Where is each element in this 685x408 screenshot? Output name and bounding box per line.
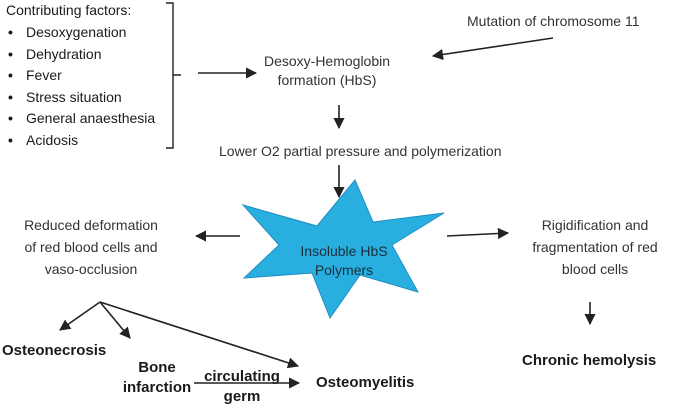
arrow-polymers-to-rigidification: [446, 227, 510, 240]
reduced-deformation-line: vaso-occlusion: [44, 261, 138, 277]
rigidification-line: blood cells: [561, 261, 629, 277]
factor-item: Desoxygenation: [8, 22, 155, 44]
bone-infarction-line: infarction: [122, 379, 192, 396]
factor-item: Acidosis: [8, 130, 155, 152]
mutation-label: Mutation of chromosome 11: [467, 13, 640, 29]
arrow-to-osteonecrosis: [59, 301, 101, 331]
circulating-germ-line: circulating: [204, 368, 280, 385]
factor-item: Fever: [8, 65, 155, 87]
polymers-label: Insoluble HbS Polymers: [284, 242, 404, 280]
reduced-deformation-line: Reduced deformation: [24, 217, 158, 233]
rigidification-line: Rigidification and: [541, 217, 649, 233]
rigidification-line: fragmentation of red: [532, 239, 658, 255]
osteomyelitis-label: Osteomyelitis: [316, 374, 415, 391]
polymers-line: Polymers: [314, 262, 374, 278]
bone-infarction-line: Bone: [138, 359, 176, 376]
polymers-line: Insoluble HbS: [300, 243, 388, 259]
arrow-mutation-to-hbs: [431, 37, 554, 61]
circulating-germ-line: germ: [223, 388, 261, 405]
arrow-to-bone-infarction: [99, 301, 131, 339]
reduced-deformation-line: of red blood cells and: [24, 239, 158, 255]
osteonecrosis-label: Osteonecrosis: [2, 342, 107, 359]
bone-infarction-label: Bone infarction: [112, 358, 202, 398]
chronic-hemolysis-label: Chronic hemolysis: [522, 352, 657, 369]
hbs-formation-label: Desoxy-Hemoglobin formation (HbS): [252, 52, 402, 90]
circulating-germ-label: circulating germ: [190, 367, 294, 407]
factors-list: Desoxygenation Dehydration Fever Stress …: [8, 22, 155, 151]
reduced-deformation-label: Reduced deformation of red blood cells a…: [6, 214, 176, 280]
factor-item: Stress situation: [8, 87, 155, 109]
factors-heading: Contributing factors:: [6, 2, 132, 18]
polymerization-label: Lower O2 partial pressure and polymeriza…: [219, 143, 502, 159]
star-shape: [241, 179, 445, 320]
factor-item: General anaesthesia: [8, 108, 155, 130]
hbs-formation-line: Desoxy-Hemoglobin: [263, 53, 391, 69]
hbs-formation-line: formation (HbS): [277, 72, 377, 88]
rigidification-label: Rigidification and fragmentation of red …: [520, 214, 670, 280]
factors-bracket: [166, 2, 181, 149]
factor-item: Dehydration: [8, 44, 155, 66]
arrow-to-osteomyelitis: [99, 301, 300, 369]
